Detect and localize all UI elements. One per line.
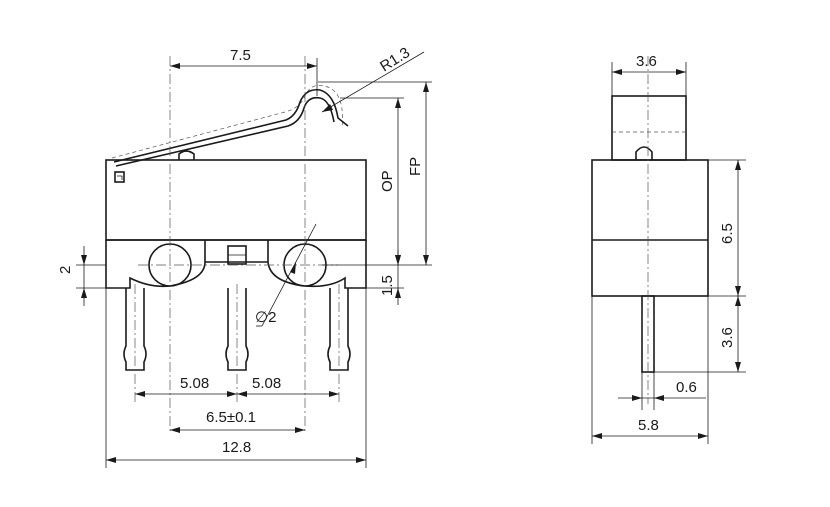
arrow-pitch-left-1 (135, 391, 145, 397)
label-overall-length: 12.8 (222, 439, 251, 456)
side-view: 3.6 6.5 3.6 0.6 5.8 (591, 53, 746, 444)
arrow-lever-length-right (307, 63, 317, 69)
side-label-body-height: 6.5 (719, 223, 736, 244)
side-arrow-pin-length-top (735, 296, 741, 306)
arrow-hole-pitch-right (295, 427, 305, 433)
side-arrow-overall-width-left (592, 433, 602, 439)
label-hole-offset: 2 (57, 266, 74, 274)
label-base-step: 1.5 (379, 275, 396, 296)
side-label-overall-width: 5.8 (638, 417, 659, 434)
label-hole-diameter: ∅2 (255, 309, 276, 326)
side-arrow-overall-width-right (698, 433, 708, 439)
side-label-top-width: 3.6 (636, 53, 657, 70)
label-lever-length: 7.5 (230, 47, 251, 64)
lever-phantom (111, 85, 343, 159)
side-arrow-top-width-right (676, 69, 686, 75)
arrow-fp-top (423, 82, 429, 92)
arrow-hole-diameter (290, 262, 296, 274)
arrow-op-top (395, 98, 401, 108)
arrow-hole-offset-bottom (81, 288, 87, 298)
side-arrow-body-height-top (735, 160, 741, 170)
plunger (178, 150, 195, 160)
arrow-base-step-bottom (395, 288, 401, 298)
label-pitch-left: 5.08 (180, 375, 209, 392)
lever-edge (115, 96, 335, 167)
switch-body (105, 159, 367, 241)
arrow-overall-length-left (106, 457, 116, 463)
label-op: OP (379, 170, 396, 192)
label-pitch-right: 5.08 (252, 375, 281, 392)
arrow-pitch-left-2 (227, 391, 237, 397)
side-label-pin-thickness: 0.6 (676, 379, 697, 396)
arrow-pitch-right-1 (237, 391, 247, 397)
body-mark-inner (117, 175, 123, 180)
side-arrow-top-width-left (612, 69, 622, 75)
label-lever-radius: R1.3 (377, 44, 413, 75)
arrow-hole-pitch-left (170, 427, 180, 433)
side-arrow-pin-thickness-right (654, 395, 664, 401)
arrow-lever-radius (322, 104, 333, 112)
side-arrow-pin-length-bottom (735, 362, 741, 372)
leader-hole-diameter (261, 223, 317, 327)
side-arrow-pin-thickness-left (632, 395, 642, 401)
side-actuator (611, 95, 687, 161)
label-hole-pitch: 6.5±0.1 (206, 409, 256, 426)
body-mark (114, 171, 125, 183)
side-body (591, 159, 709, 297)
front-view: 7.5 R1.3 OP FP 1.5 2 (57, 44, 432, 468)
side-arrow-body-height-bottom (735, 286, 741, 296)
side-label-pin-length: 3.6 (719, 327, 736, 348)
arrow-lever-length-left (170, 63, 180, 69)
lever (113, 88, 349, 163)
side-plunger (635, 146, 653, 160)
arrow-fp-bottom (423, 255, 429, 265)
arrow-pitch-right-2 (329, 391, 339, 397)
label-fp: FP (407, 157, 424, 176)
arrow-overall-length-right (356, 457, 366, 463)
arrow-hole-offset-top (81, 255, 87, 265)
arrow-base-step-top (395, 255, 401, 265)
